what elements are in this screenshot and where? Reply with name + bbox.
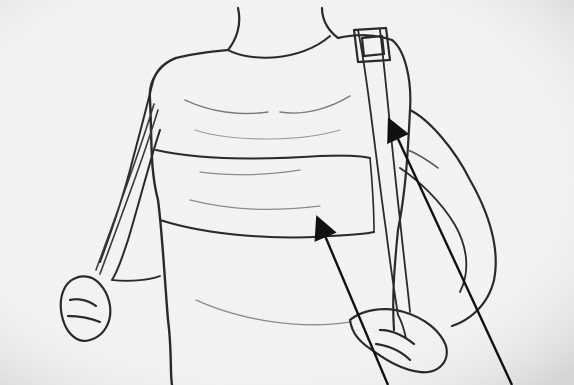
sketch-canvas: [0, 0, 574, 385]
paper-vignette: [0, 0, 574, 385]
sketch-figure: [0, 0, 574, 385]
